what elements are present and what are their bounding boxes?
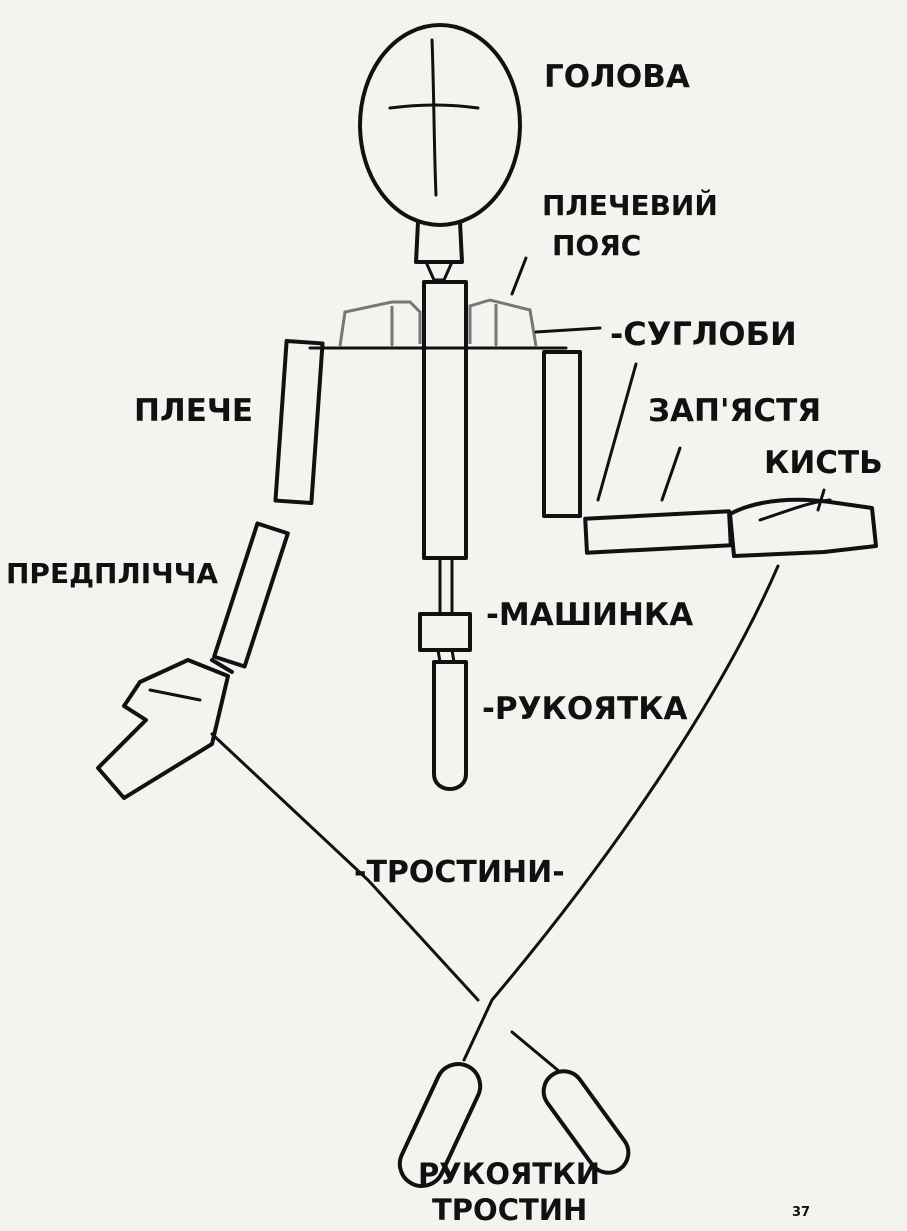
control-mechanism <box>420 558 470 789</box>
label-rods: -ТРОСТИНИ- <box>354 858 565 888</box>
torso-rod <box>424 282 466 558</box>
label-wrist: ЗАП'ЯСТЯ <box>648 396 821 427</box>
label-rod-handles-line1: РУКОЯТКИ <box>418 1160 600 1189</box>
control-rods <box>212 566 778 1072</box>
label-shoulder-girdle-line1: ПЛЕЧЕВИЙ <box>542 192 718 220</box>
label-hand: КИСТЬ <box>764 448 883 479</box>
page-number: 37 <box>792 1206 810 1219</box>
label-head: ГОЛОВА <box>544 62 690 93</box>
label-upper-arm: ПЛЕЧЕ <box>134 396 253 427</box>
label-handle: -РУКОЯТКА <box>482 694 688 725</box>
label-forearm: ПРЕДПЛІЧЧА <box>6 560 218 588</box>
label-joints: -СУГЛОБИ <box>610 318 797 350</box>
puppet-neck <box>416 222 462 280</box>
puppet-head <box>360 25 520 225</box>
label-mechanism: -МАШИНКА <box>486 600 693 631</box>
label-rod-handles-line2: ТРОСТИН <box>432 1196 587 1225</box>
shoulder-girdle <box>310 300 600 348</box>
label-shoulder-girdle-line2: ПОЯС <box>552 232 641 260</box>
